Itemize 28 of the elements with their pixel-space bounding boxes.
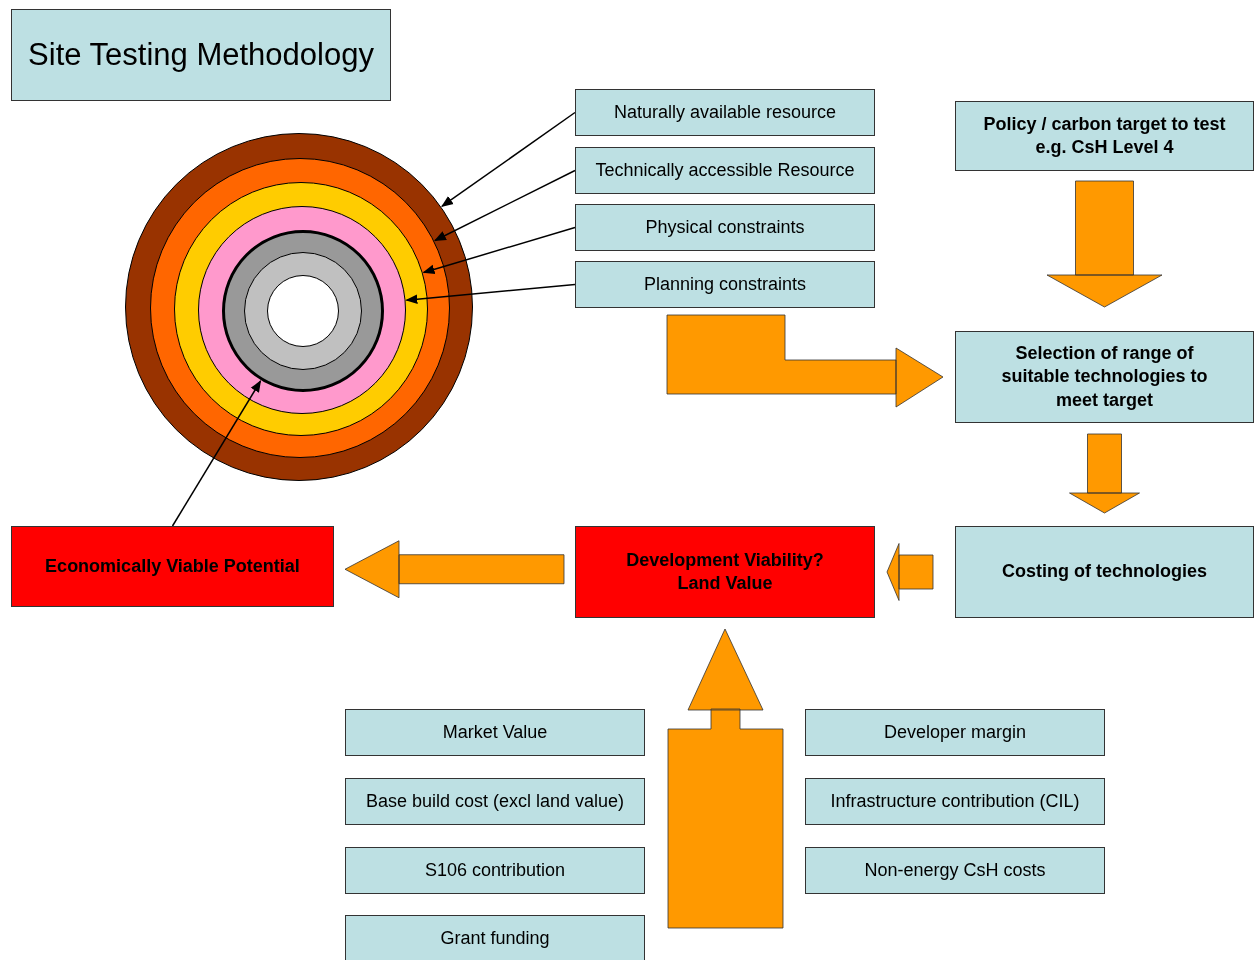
process-box: Base build cost (excl land value) (345, 778, 645, 825)
block-arrow (1069, 433, 1140, 514)
block-arrow (666, 314, 944, 408)
process-box: Planning constraints (575, 261, 875, 308)
process-box: Naturally available resource (575, 89, 875, 136)
block-arrow (667, 628, 784, 929)
process-box: Selection of range of suitable technologies to meet target (955, 331, 1254, 423)
process-box: Non-energy CsH costs (805, 847, 1105, 894)
block-arrow (886, 543, 934, 601)
result-box: Economically Viable Potential (11, 526, 334, 607)
title: Site Testing Methodology (11, 9, 391, 101)
process-box: Infrastructure contribution (CIL) (805, 778, 1105, 825)
process-box: Technically accessible Resource (575, 147, 875, 194)
process-box: Grant funding (345, 915, 645, 960)
process-box: Market Value (345, 709, 645, 756)
leader-line (441, 111, 576, 207)
leader-line (405, 283, 576, 304)
process-box: Developer margin (805, 709, 1105, 756)
leader-line (422, 226, 576, 275)
leader-line (434, 169, 576, 242)
process-box: Costing of technologies (955, 526, 1254, 618)
process-box: S106 contribution (345, 847, 645, 894)
process-box: Physical constraints (575, 204, 875, 251)
block-arrow (344, 540, 565, 599)
process-box: Policy / carbon target to test e.g. CsH Level 4 (955, 101, 1254, 171)
block-arrow (1046, 180, 1163, 308)
result-box: Development Viability? Land Value (575, 526, 875, 618)
leader-line (171, 380, 262, 527)
